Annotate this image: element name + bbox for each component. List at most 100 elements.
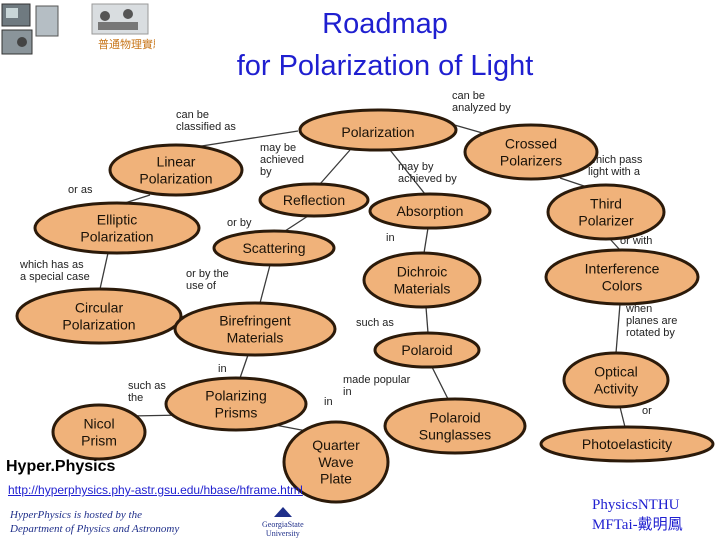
instrument-image-3 (35, 5, 59, 37)
site-name: Hyper.Physics (6, 458, 116, 475)
node-sunglasses-ellipse (383, 397, 527, 455)
hosted-by: HyperPhysics is hosted by the Department… (10, 508, 179, 536)
edge-dichroic-to-polaroid (425, 306, 429, 334)
university-line-1: GeorgiaState (262, 520, 304, 529)
node-absorption-ellipse (368, 192, 492, 230)
source-link[interactable]: http://hyperphysics.phy-astr.gsu.edu/hba… (8, 483, 303, 497)
node-photo-ellipse (539, 425, 715, 463)
node-polaroid: Polaroid (373, 331, 481, 369)
edge-polaroid-to-sunglasses (431, 366, 449, 400)
university-emblem-icon (273, 507, 292, 517)
node-photo: Photoelasticity (539, 425, 715, 463)
node-circular-ellipse (15, 287, 183, 345)
edge-label-absorption-to-dichroic: in (386, 232, 395, 244)
node-reflection: Reflection (258, 182, 370, 218)
node-elliptic-ellipse (33, 201, 201, 255)
credit-line-1: Physics (592, 497, 638, 513)
university-logo: GeorgiaState University (262, 506, 304, 538)
credit-line-2: MFTai-戴明鳳 (592, 517, 683, 533)
node-polarizing-ellipse (164, 376, 308, 432)
node-photo-label: Photoelasticity (582, 436, 672, 452)
node-nicol-ellipse (51, 403, 147, 461)
edge-polarization-to-absorption (389, 149, 426, 195)
node-polarization-label: Polarization (341, 124, 414, 140)
edge-interference-to-optical (615, 303, 621, 354)
title-line-2: for Polarization of Light (236, 50, 534, 82)
node-scattering: Scattering (212, 229, 336, 267)
edge-label-reflection-to-scattering: or by (227, 217, 252, 229)
node-third-ellipse (546, 183, 666, 241)
edge-reflection-to-scattering (284, 215, 309, 232)
edge-polarization-to-reflection (319, 149, 351, 185)
edge-optical-to-photo (619, 406, 626, 428)
node-polarization: Polarization (298, 108, 458, 152)
edge-label-optical-to-photo: or (642, 405, 652, 417)
edge-third-to-interference (609, 238, 621, 251)
edge-birefringent-to-polarizing (239, 354, 249, 379)
node-scattering-ellipse (212, 229, 336, 267)
node-dichroic-ellipse (362, 251, 482, 309)
hosted-line-2: Department of Physics and Astronomy (10, 523, 180, 535)
credit: PhysicsNTHU MFTai-戴明鳳 (592, 495, 683, 535)
node-reflection-label: Reflection (283, 192, 345, 208)
node-polarization-ellipse (298, 108, 458, 152)
node-absorption-label: Absorption (397, 203, 464, 219)
node-crossed-ellipse (463, 123, 599, 181)
node-reflection-ellipse (258, 182, 370, 218)
edge-label-linear-to-elliptic: or as (68, 184, 93, 196)
credit-line-1b: NTHU (637, 497, 680, 513)
edge-label-birefringent-to-polarizing: in (218, 363, 227, 375)
node-interference-ellipse (544, 248, 700, 306)
edge-linear-to-elliptic (124, 194, 151, 204)
university-line-2: University (265, 529, 300, 538)
node-optical-ellipse (562, 351, 670, 409)
node-quarter-ellipse (282, 420, 390, 504)
edge-elliptic-to-circular (99, 252, 109, 290)
hosted-line-1: HyperPhysics is hosted by the (10, 509, 142, 521)
node-birefringent-ellipse (173, 301, 337, 357)
edge-label-dichroic-to-polaroid: such as (356, 317, 394, 329)
edge-absorption-to-dichroic (423, 227, 429, 254)
edge-scattering-to-birefringent (259, 264, 271, 304)
title-line-1: Roadmap (322, 8, 448, 40)
node-polaroid-ellipse (373, 331, 481, 369)
node-polaroid-label: Polaroid (401, 342, 452, 358)
edge-label-polarizing-to-quarter: in (324, 396, 333, 408)
node-absorption: Absorption (368, 192, 492, 230)
